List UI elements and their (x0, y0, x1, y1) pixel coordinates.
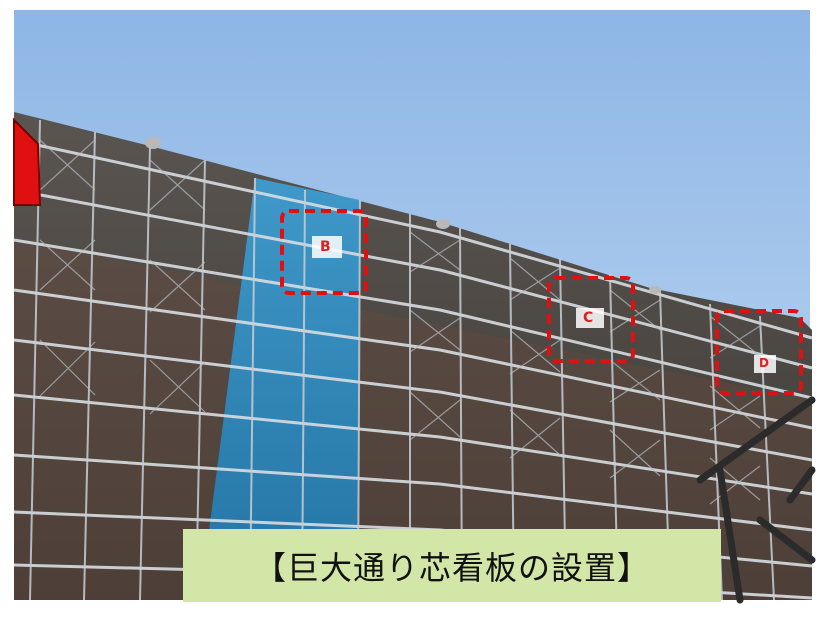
caption-text: 【巨大通り芯看板の設置】 (253, 548, 650, 587)
sign-label-c: C (583, 310, 594, 326)
foreground-pipes (696, 396, 816, 604)
sign-label-d: D (759, 356, 769, 370)
sign-label-b: B (320, 239, 331, 255)
caption-banner: 【巨大通り芯看板の設置】 (183, 529, 721, 602)
safety-net (200, 178, 360, 600)
highlight-boxes (280, 209, 803, 395)
pointer-arrow (13, 117, 42, 206)
roof-lamps (145, 137, 661, 294)
sign-panels (312, 236, 776, 373)
scaffold-bracing (39, 139, 761, 505)
